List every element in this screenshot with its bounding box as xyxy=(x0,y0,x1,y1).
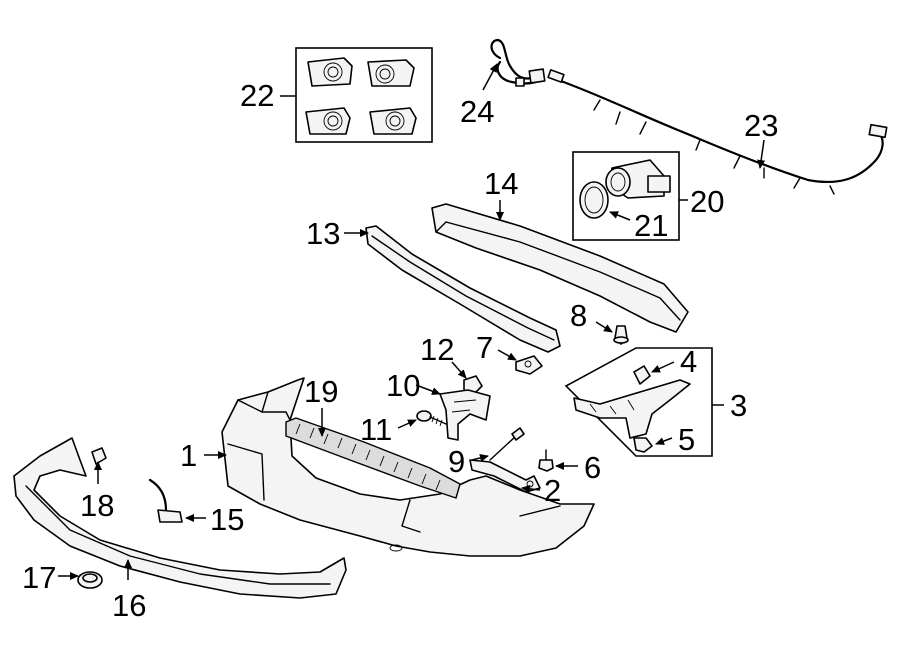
callout-8: 8 xyxy=(570,298,587,333)
callout-19: 19 xyxy=(304,374,338,409)
callout-labels: 1 2 3 4 5 6 7 8 9 10 11 12 13 14 15 16 1… xyxy=(22,78,778,623)
sensor-retainer-set-group xyxy=(295,47,433,143)
callout-6: 6 xyxy=(584,450,601,485)
sensor-ring xyxy=(579,181,609,219)
callout-22: 22 xyxy=(240,78,274,113)
callout-5: 5 xyxy=(678,422,695,457)
bracket-kit-push-nut xyxy=(633,437,653,453)
nut-retainer xyxy=(515,355,543,375)
mount-bracket xyxy=(439,389,491,441)
callout-10: 10 xyxy=(386,368,420,403)
callout-1: 1 xyxy=(180,438,197,473)
grommet xyxy=(77,571,103,589)
stud xyxy=(489,427,525,461)
bracket-kit-bracket xyxy=(573,379,691,439)
callout-21: 21 xyxy=(634,208,668,243)
callout-11: 11 xyxy=(360,412,392,447)
sensor-harness xyxy=(547,69,888,195)
sensor-retainer-2 xyxy=(367,59,415,87)
callout-14: 14 xyxy=(484,166,518,201)
callout-2: 2 xyxy=(544,473,561,508)
wire-harness xyxy=(148,478,183,523)
park-sensor xyxy=(605,159,671,199)
bumper-cover xyxy=(221,377,595,557)
callout-24: 24 xyxy=(460,94,494,129)
callout-4: 4 xyxy=(680,344,697,379)
impact-bar xyxy=(431,203,689,333)
bracket-kit-group xyxy=(564,347,713,457)
callout-12: 12 xyxy=(420,332,454,367)
sensor-retainer-3 xyxy=(305,107,351,135)
callout-9: 9 xyxy=(448,444,465,479)
callout-17: 17 xyxy=(22,560,56,595)
callout-18: 18 xyxy=(80,488,114,523)
callout-13: 13 xyxy=(306,216,340,251)
bolt xyxy=(538,449,554,472)
energy-absorber xyxy=(365,225,561,353)
callout-15: 15 xyxy=(210,502,244,537)
push-pin xyxy=(613,325,629,345)
step-pad xyxy=(285,417,461,499)
bracket-kit-clip xyxy=(633,365,651,385)
callout-3: 3 xyxy=(730,388,747,423)
callout-16: 16 xyxy=(112,588,146,623)
screw xyxy=(416,410,447,427)
callout-20: 20 xyxy=(690,184,724,219)
callout-7: 7 xyxy=(476,330,493,365)
sensor-retainer-1 xyxy=(307,57,353,87)
callout-23: 23 xyxy=(744,108,778,143)
harness-connector xyxy=(490,38,546,87)
lower-valance xyxy=(13,437,347,599)
retainer xyxy=(91,447,107,465)
sensor-retainer-4 xyxy=(369,107,417,135)
park-sensor-kit-group xyxy=(572,151,680,241)
